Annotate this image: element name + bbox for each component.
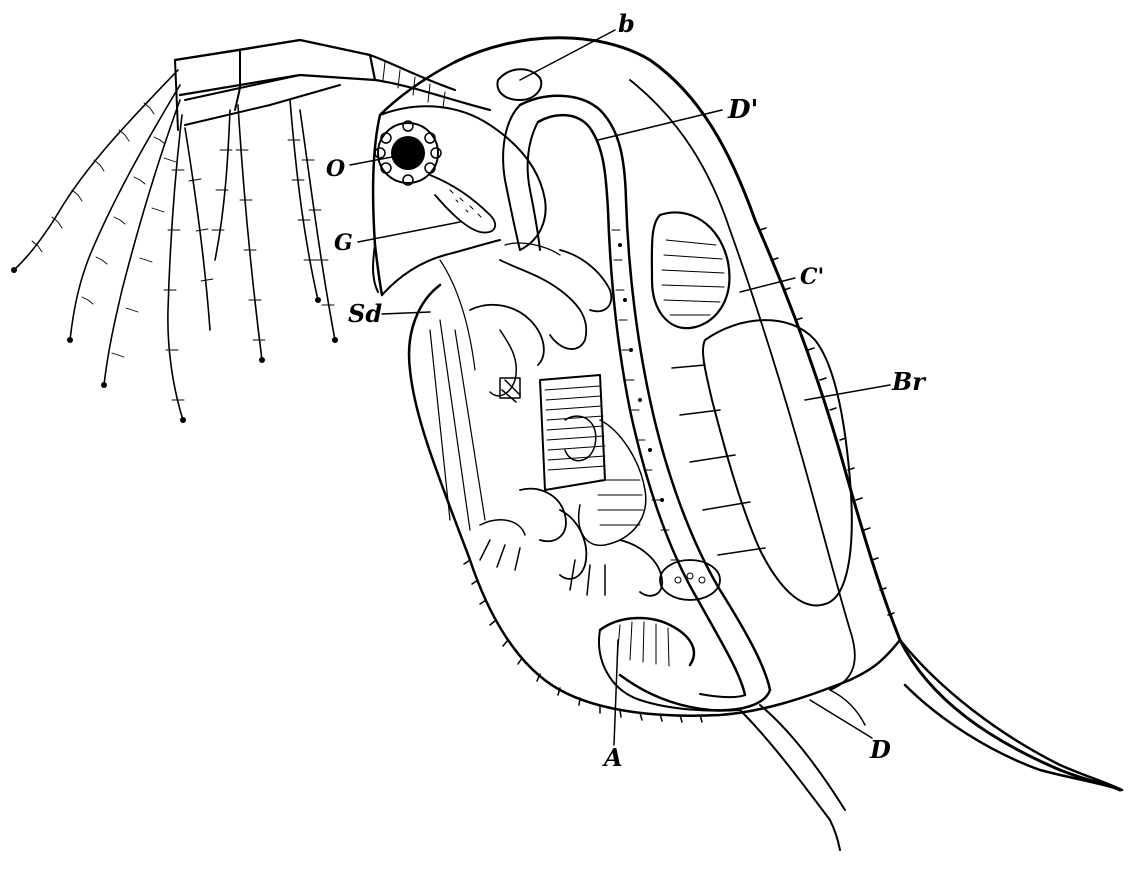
postabdomen — [599, 618, 865, 850]
label-c-prime: C' — [800, 264, 824, 290]
label-d-prime: D' — [727, 95, 759, 125]
label-sd: Sd — [348, 299, 382, 328]
label-br: Br — [891, 367, 927, 396]
label-a: A — [602, 743, 623, 772]
leader-lines — [350, 30, 890, 745]
label-o: O — [326, 156, 345, 182]
brood-chamber — [672, 320, 852, 605]
compound-eye-icon — [391, 136, 425, 170]
heart — [652, 212, 730, 328]
nuchal-organ — [497, 69, 541, 100]
swimming-antenna — [11, 40, 490, 423]
label-b: b — [618, 9, 635, 38]
label-g: G — [334, 230, 353, 256]
thoracic-limbs — [430, 243, 720, 600]
label-d: D — [869, 735, 891, 764]
head-region — [373, 62, 546, 295]
